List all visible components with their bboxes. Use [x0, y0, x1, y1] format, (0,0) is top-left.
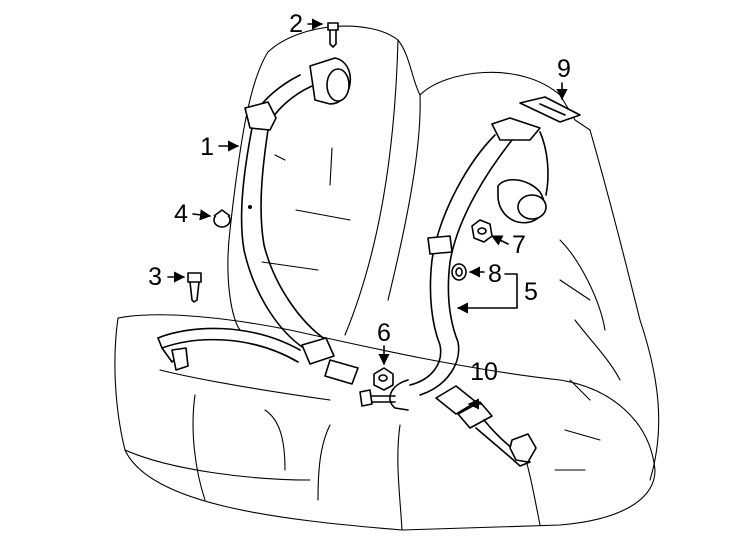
callout-9: 9 — [557, 55, 571, 83]
callout-2: 2 — [289, 10, 303, 38]
callout-4: 4 — [174, 200, 188, 228]
left-belt-assembly — [157, 57, 359, 385]
washer-part-8 — [451, 263, 467, 281]
callout-8: 8 — [488, 260, 502, 288]
callout-bracket-5 — [456, 273, 518, 314]
callout-labels: 2 1 4 3 6 10 7 8 5 9 — [148, 10, 571, 386]
buckle-part-10 — [435, 385, 537, 467]
guide-bracket-slot — [539, 103, 566, 116]
callout-arrow-4 — [192, 209, 212, 221]
nut-part-7 — [471, 219, 493, 243]
seat-back — [227, 25, 660, 481]
callout-7: 7 — [512, 231, 526, 259]
right-belt-assembly — [389, 117, 549, 411]
callout-arrow-7 — [490, 235, 509, 246]
seat-cushion — [114, 314, 656, 531]
nut-part-6 — [373, 367, 394, 391]
callout-6: 6 — [377, 319, 391, 347]
plug-part-4 — [213, 209, 231, 228]
bolt-part-3 — [187, 272, 202, 303]
callout-1: 1 — [200, 133, 214, 161]
callout-arrows — [167, 18, 568, 410]
bolt-part-2 — [327, 22, 339, 48]
callout-10: 10 — [470, 358, 498, 386]
anchor-bolt — [359, 389, 396, 407]
callout-5: 5 — [524, 278, 538, 306]
callout-3: 3 — [148, 263, 162, 291]
guide-bracket — [519, 96, 581, 123]
